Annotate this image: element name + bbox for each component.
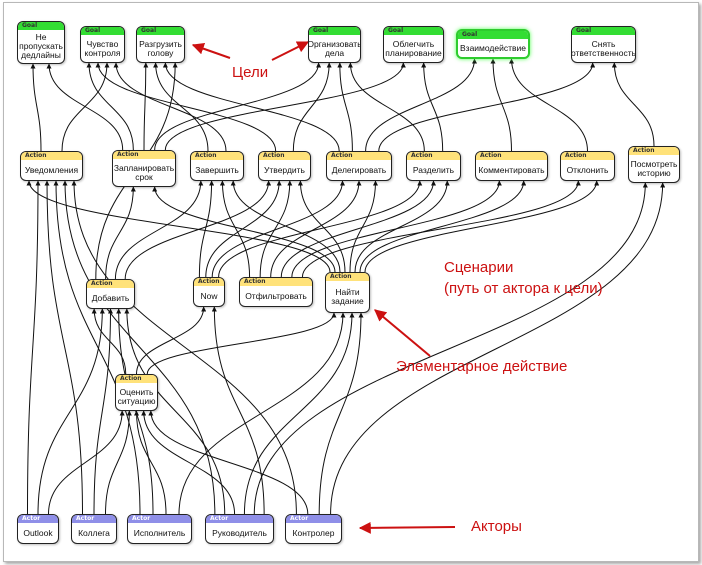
actors-arrow (358, 521, 456, 534)
edge-u2-b1 (93, 308, 113, 515)
edge-u3-c1 (134, 410, 167, 515)
edge-u4-b1 (124, 308, 226, 515)
edge-u1-c1 (48, 410, 125, 515)
edge-u5-a9 (330, 182, 666, 515)
edge-u5-c1 (148, 410, 309, 515)
edge-b1-a2 (105, 186, 136, 280)
edge-a2-g5 (164, 62, 406, 151)
edge-a8-g6 (509, 58, 588, 152)
edge-u4-c1 (141, 410, 236, 515)
edge-b1-a3 (114, 180, 204, 280)
annotation-goals: Цели (232, 64, 269, 81)
goals-arrow-left (191, 42, 231, 59)
edge-u2-c1 (105, 410, 132, 515)
edge-u4-b4 (243, 312, 355, 515)
edge-u4-b2 (211, 306, 265, 515)
edge-b3-a5 (270, 180, 362, 278)
edge-a5-g3 (162, 62, 340, 152)
edge-b4-a6 (354, 180, 450, 273)
edge-b4-a1 (26, 180, 331, 273)
annotation-scenarios: Сценарии (444, 259, 514, 276)
edge-a1-g2 (61, 62, 110, 152)
edge-u5-b4 (318, 312, 364, 515)
edge-b4-a4 (297, 180, 346, 273)
edge-a2-g4 (154, 62, 322, 151)
edge-u5-a1 (71, 180, 297, 515)
edge-u1-a1 (27, 180, 41, 515)
edge-b4-a2 (152, 186, 336, 273)
edge-u4-a9 (253, 182, 648, 515)
edge-a7-g6 (490, 58, 512, 152)
annotation-elementary-action: Элементарное действие (396, 358, 568, 375)
annotation-scenarios-detail: (путь от актора к цели) (444, 280, 603, 297)
edge-c1-b4 (146, 312, 337, 375)
edge-a6-g5 (421, 62, 444, 152)
edge-b4-a5 (349, 180, 378, 273)
edge-u2-a1 (44, 180, 83, 515)
edge-u1-b1 (37, 308, 105, 515)
edge-a2-g1 (46, 63, 124, 151)
edge-a9-g7 (611, 62, 655, 147)
edge-u4-a1 (62, 180, 216, 515)
edge-u3-a1 (53, 180, 141, 515)
edge-b3-a4 (259, 180, 293, 278)
edge-a3-g3 (153, 62, 209, 152)
edge-b2-a5 (211, 180, 345, 278)
edge-b3-a8 (301, 180, 581, 278)
edge-a2-g2 (86, 62, 134, 151)
edge-a6-g4 (347, 62, 425, 152)
edge-b4-a8 (364, 180, 600, 273)
edge-b3-a6 (280, 180, 436, 278)
edge-b3-a3 (219, 180, 251, 278)
edge-a3-g2 (113, 62, 227, 152)
edge-b2-a3 (198, 180, 215, 278)
edge-a2-g3 (143, 62, 149, 151)
edge-u3-b4 (178, 312, 346, 515)
edge-b1-a4 (124, 180, 272, 280)
edge-a5-g6 (365, 58, 477, 152)
edge-b4-a3 (230, 180, 341, 273)
edge-b2-a6 (218, 180, 423, 278)
elementary-action-arrow (374, 309, 431, 357)
edge-b4-a7 (359, 180, 527, 273)
edge-a1-g1 (30, 63, 42, 152)
edge-a4-g4 (292, 62, 332, 152)
annotation-actors: Акторы (471, 518, 522, 535)
edge-u3-b1 (116, 308, 154, 515)
edge-a4-g2 (95, 62, 277, 152)
goals-arrow-right (271, 41, 310, 61)
edge-a5-g7 (378, 62, 596, 152)
edge-a5-g4 (337, 62, 353, 152)
